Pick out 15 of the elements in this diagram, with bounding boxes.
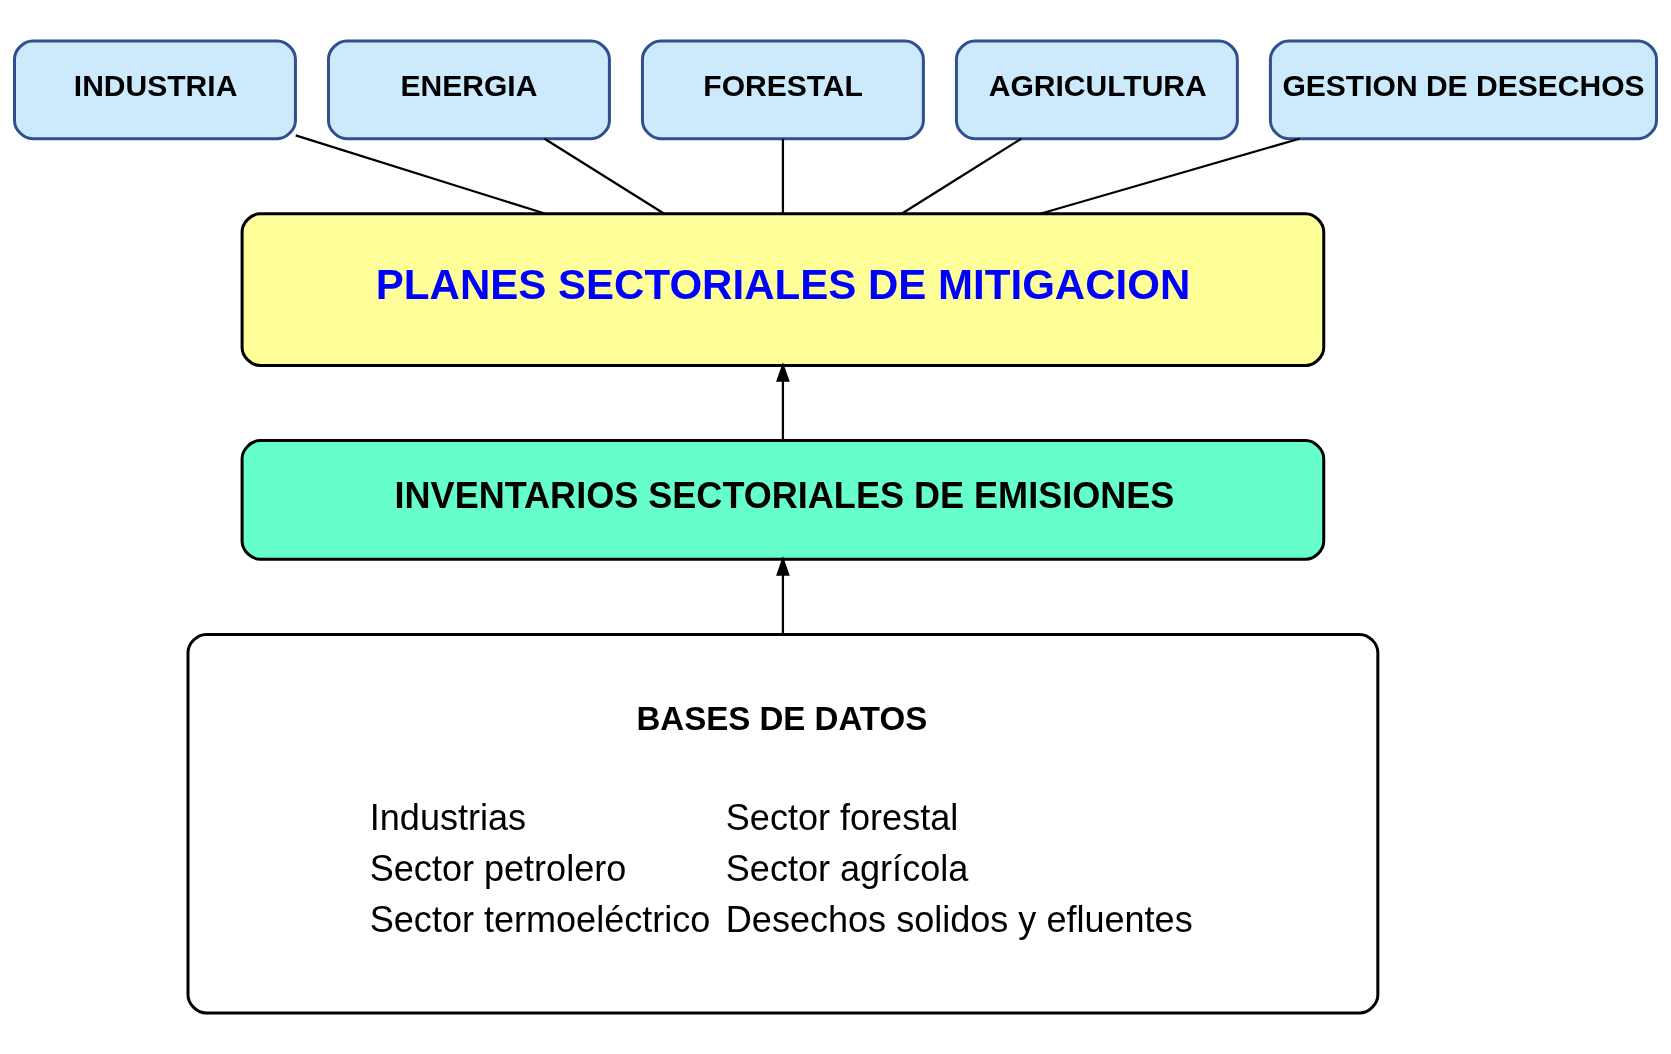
node-box: INVENTARIOS SECTORIALES DE EMISIONES (240, 439, 1326, 561)
connector (544, 137, 665, 215)
connector (901, 137, 1022, 215)
connector (781, 139, 785, 214)
connector (1039, 137, 1300, 215)
arrow (776, 556, 790, 635)
node-box: PLANES SECTORIALES DE MITIGACION (240, 212, 1326, 367)
node-box: INDUSTRIA (13, 39, 297, 141)
node-box: ENERGIA (327, 39, 611, 141)
node-box: AGRICULTURA (954, 39, 1239, 141)
node-box: GESTION DE DESECHOS (1268, 39, 1658, 141)
arrow (776, 362, 790, 441)
node-box: FORESTAL (640, 39, 925, 141)
node-box: BASES DE DATOS Industrias Sector forestal Sector petrolero Sector agrícola Sector termoeléctrico Desechos solidos y efluentes (186, 632, 1380, 1015)
connector (295, 134, 546, 215)
